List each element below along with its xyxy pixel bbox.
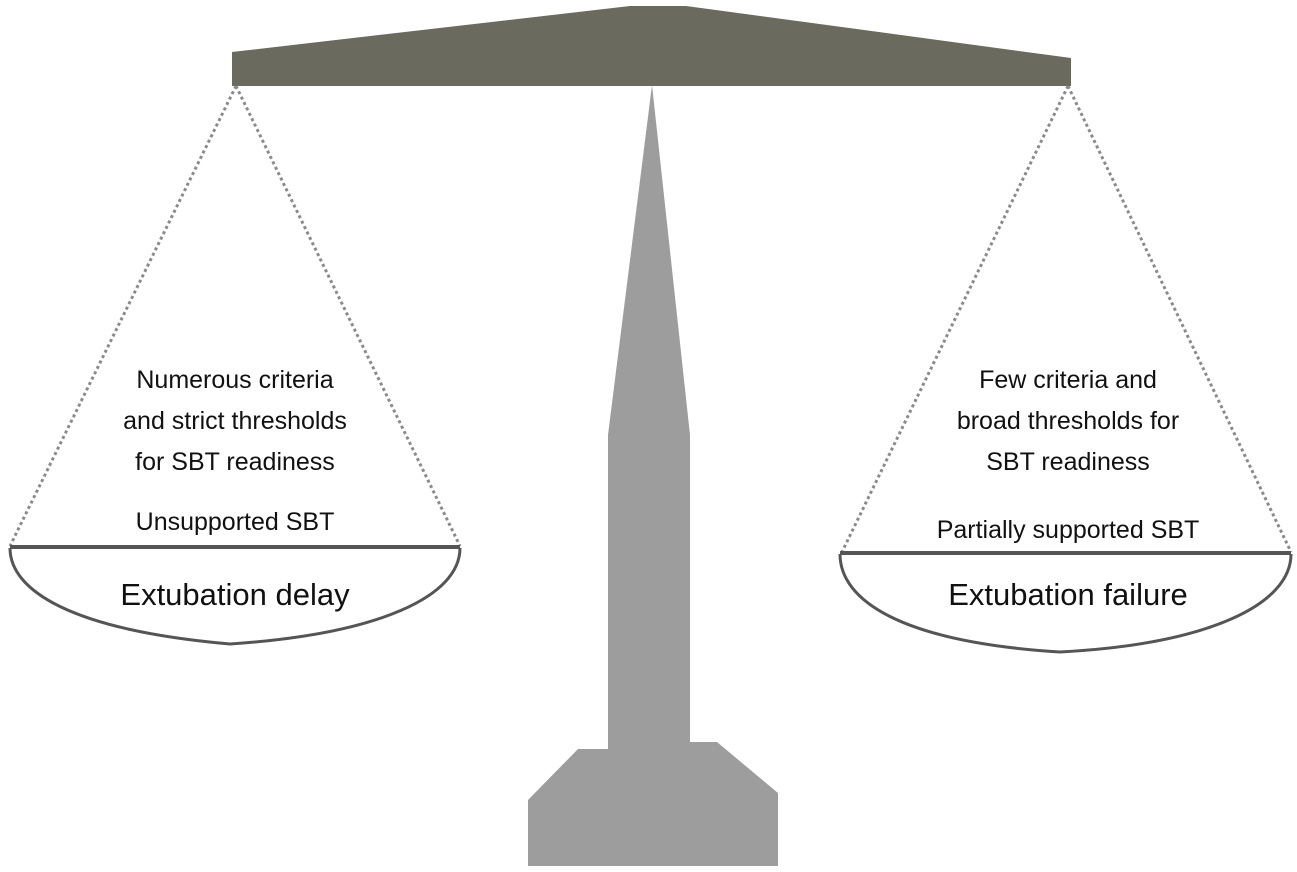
scale-stand-column bbox=[528, 85, 778, 866]
left-sbt-label: Unsupported SBT bbox=[135, 508, 335, 536]
right-criteria-line-2: broad thresholds for bbox=[956, 407, 1180, 435]
right-chain-inner bbox=[840, 85, 1070, 553]
left-outcome-label: Extubation delay bbox=[120, 577, 350, 612]
right-outcome-label: Extubation failure bbox=[948, 577, 1188, 612]
right-sbt-label: Partially supported SBT bbox=[936, 516, 1200, 544]
left-chain-outer bbox=[8, 85, 238, 547]
right-pan bbox=[838, 551, 1293, 654]
left-criteria-line-3: for SBT readiness bbox=[135, 448, 335, 476]
right-criteria-text: Few criteria and broad thresholds for SB… bbox=[918, 360, 1218, 483]
left-criteria-line-1: Numerous criteria bbox=[136, 366, 334, 394]
left-criteria-line-2: and strict thresholds bbox=[123, 407, 347, 435]
left-chain-inner bbox=[234, 85, 462, 547]
right-criteria-line-3: SBT readiness bbox=[986, 448, 1150, 476]
left-pan bbox=[8, 545, 462, 646]
right-chain-outer bbox=[1066, 85, 1293, 553]
right-criteria-line-1: Few criteria and bbox=[979, 366, 1157, 394]
scale-beam bbox=[232, 6, 1071, 86]
left-criteria-text: Numerous criteria and strict thresholds … bbox=[85, 360, 385, 483]
